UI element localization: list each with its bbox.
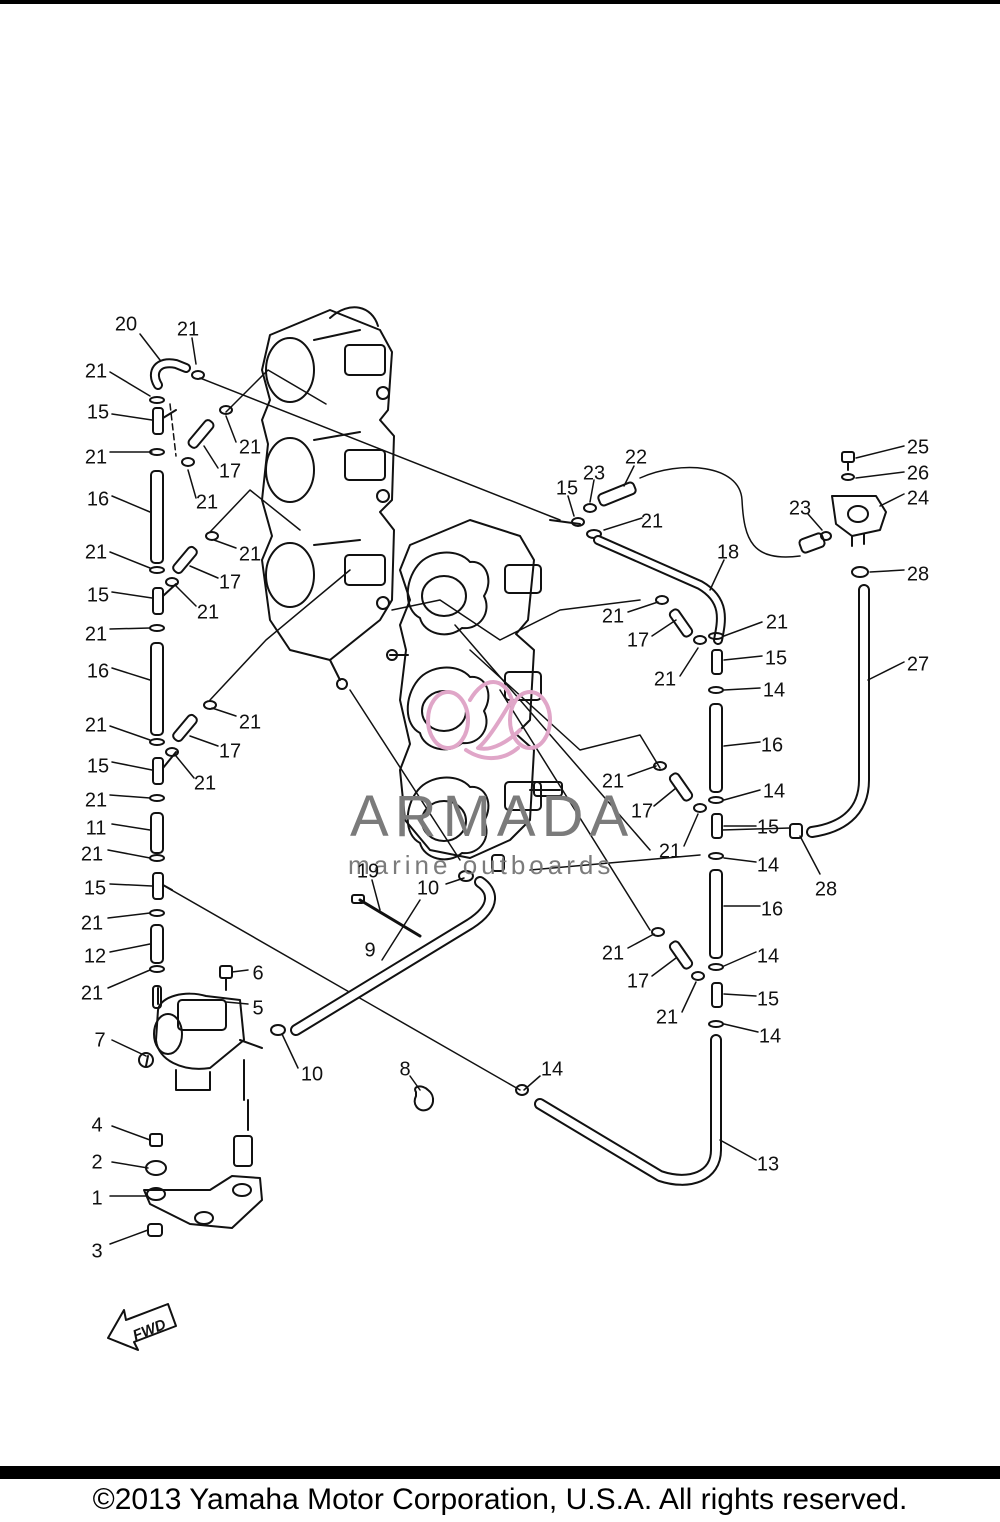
exploded-parts-diagram: FWD ARMADA marine outboards 202121152121… [81,306,929,1351]
callout-14: 14 [757,854,779,876]
callout-26: 26 [907,462,929,484]
callout-21: 21 [602,605,624,627]
callout-9: 9 [364,939,375,961]
callout-14: 14 [759,1025,781,1047]
callout-11: 11 [86,817,107,839]
callout-6: 6 [252,962,263,984]
callout-21: 21 [239,543,261,565]
callout-21: 21 [239,436,261,458]
armada-watermark: ARMADA marine outboards [348,680,634,880]
callout-21: 21 [85,789,107,811]
top-border-rule [0,0,1000,4]
callout-21: 21 [177,318,199,340]
callout-23: 23 [789,497,811,519]
callout-23: 23 [583,462,605,484]
bottom-border-rule [0,1466,1000,1479]
callout-21: 21 [641,510,663,532]
forward-direction-arrow: FWD [107,1303,177,1351]
armada-logo-icon [426,680,552,760]
callout-21: 21 [196,491,218,513]
callout-4: 4 [91,1114,102,1136]
callout-15: 15 [87,755,109,777]
callout-21: 21 [81,843,103,865]
callout-21: 21 [659,840,681,862]
callout-21: 21 [602,770,624,792]
callout-15: 15 [757,816,779,838]
callout-10: 10 [301,1063,323,1085]
callout-21: 21 [197,601,219,623]
copyright-notice: ©2013 Yamaha Motor Corporation, U.S.A. A… [92,1483,908,1516]
callout-21: 21 [81,982,103,1004]
callout-16: 16 [87,660,109,682]
callout-12: 12 [84,945,106,967]
callout-16: 16 [87,488,109,510]
callout-22: 22 [625,446,647,468]
callout-2: 2 [91,1151,102,1173]
callout-16: 16 [761,898,783,920]
callout-17: 17 [631,800,653,822]
callout-7: 7 [94,1029,105,1051]
callout-15: 15 [87,401,109,423]
callout-21: 21 [602,942,624,964]
callout-15: 15 [765,647,787,669]
callout-28: 28 [815,878,837,900]
carburetor-stack-lower [349,519,701,931]
callout-8: 8 [399,1058,410,1080]
callout-25: 25 [907,436,929,458]
callout-5: 5 [252,997,263,1019]
callout-16: 16 [761,734,783,756]
leader-lines [107,333,905,1245]
callout-28: 28 [907,563,929,585]
callout-14: 14 [763,780,785,802]
callout-27: 27 [907,653,929,675]
fuel-pump-assembly [138,870,496,1237]
sensor-bracket-assembly [789,451,887,839]
callout-17: 17 [627,970,649,992]
callout-21: 21 [81,912,103,934]
callout-17: 17 [219,571,241,593]
callout-21: 21 [654,668,676,690]
callout-20: 20 [115,313,137,335]
right-vent-line-assembly [515,466,801,1186]
callout-3: 3 [91,1240,102,1262]
callout-15: 15 [84,877,106,899]
callout-14: 14 [541,1058,563,1080]
callout-17: 17 [627,629,649,651]
callout-21: 21 [85,623,107,645]
callout-18: 18 [717,541,739,563]
callout-24: 24 [907,487,929,509]
callout-21: 21 [239,711,261,733]
callout-21: 21 [85,541,107,563]
watermark-brand: ARMADA [350,784,634,849]
watermark-tagline: marine outboards [348,850,614,880]
callout-10: 10 [417,877,439,899]
carburetor-stack-upper [261,306,395,690]
callout-19: 19 [357,860,379,882]
callout-21: 21 [85,446,107,468]
callout-21: 21 [85,714,107,736]
callout-15: 15 [87,584,109,606]
callout-21: 21 [194,772,216,794]
callout-13: 13 [757,1153,779,1175]
callout-15: 15 [757,988,779,1010]
callout-17: 17 [219,740,241,762]
callout-14: 14 [763,679,785,701]
fwd-label: FWD [130,1316,168,1345]
callout-14: 14 [757,945,779,967]
left-vent-line-assembly [149,358,561,1091]
callout-15: 15 [556,477,578,499]
callout-21: 21 [656,1006,678,1028]
callout-1: 1 [91,1187,102,1209]
callout-21: 21 [85,360,107,382]
callout-17: 17 [219,460,241,482]
callout-21: 21 [766,611,788,633]
